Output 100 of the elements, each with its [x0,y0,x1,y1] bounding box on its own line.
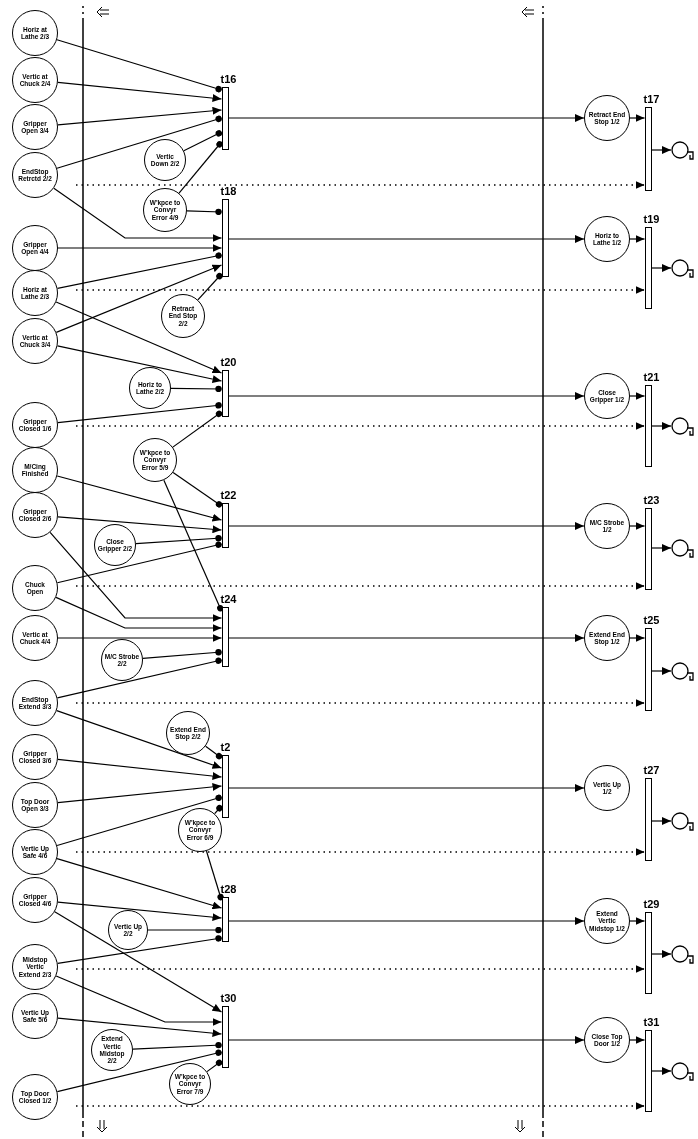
dot-ended-arc [214,805,223,815]
dot-ended-arc [172,410,223,448]
arrow [227,235,585,243]
arrow [227,1036,585,1044]
arrow [53,187,223,242]
transition-label: t29 [643,898,660,910]
arrow [629,917,646,925]
transition-label: t2 [220,741,231,753]
dot-ended-arc [56,115,223,169]
arrow [55,264,223,333]
place-circle [12,57,58,103]
transition-label: t21 [643,371,660,383]
arrow [57,634,223,642]
dot-ended-arc [206,1059,223,1073]
place-circle [584,898,630,944]
transition-label: t17 [643,93,660,105]
place-circle [12,1074,58,1120]
transition-label: t19 [643,213,660,225]
place-circle [143,188,187,232]
place-circle [12,993,58,1039]
place-circle [169,1063,211,1105]
dot-ended-arc [57,402,223,424]
dotted-arrow [75,422,646,430]
place-circle [12,10,58,56]
arrow [650,146,672,154]
place-circle [584,615,630,661]
transition-label: t23 [643,494,660,506]
transition-label: t22 [220,489,237,501]
dot-ended-arc [163,479,224,612]
place-circle [94,524,136,566]
transition-label: t27 [643,764,660,776]
arrow [55,975,223,1026]
place-circle [584,216,630,262]
arrow [629,522,646,530]
dot-ended-arc [172,471,223,508]
dot-ended-arc [186,208,223,216]
dot-ended-arc [56,39,223,93]
arrow [57,516,223,534]
arrow [55,301,223,374]
dotted-arrow [75,699,646,707]
arrow [227,634,585,642]
dot-ended-arc [56,252,223,289]
arrow [56,709,223,769]
place-circle [12,492,58,538]
arrow [650,264,672,272]
arrow [227,522,585,530]
place-circle [584,373,630,419]
transition-label: t20 [220,356,237,368]
arrow [57,758,223,780]
arrow [57,782,223,804]
dot-ended-arc [197,273,223,301]
dot-ended-arc [56,794,223,847]
place-circle [178,808,222,852]
dot-ended-arc [56,657,223,699]
dot-ended-arc [56,541,223,584]
place-circle [12,829,58,875]
place-circle [12,152,58,198]
place-circle [12,680,58,726]
arrow [629,235,646,243]
transition-label: t16 [220,73,237,85]
place-circle [129,367,171,409]
dot-ended-arc [142,649,223,659]
place-circle [12,615,58,661]
dotted-arrow [75,1102,646,1110]
dotted-arrow [75,286,646,294]
place-circle [12,782,58,828]
dotted-arrow [75,848,646,856]
transition-label: t31 [643,1016,660,1028]
place-circle [584,95,630,141]
arrow [629,392,646,400]
arrow [54,911,223,1013]
arrow [56,475,223,522]
dotted-arrow [75,181,646,189]
arrow [49,531,223,622]
place-circle [584,1017,630,1063]
place-circle [584,503,630,549]
transition-label: t18 [220,185,237,197]
arrow [650,950,672,958]
arrow [629,634,646,642]
arrow [57,106,223,126]
arrow [57,81,223,103]
arrow [629,114,646,122]
arrow [227,114,585,122]
place-circle [12,225,58,271]
arrow [227,917,585,925]
place-circle [12,447,58,493]
arrow [227,784,585,792]
dotted-arrow [75,582,646,590]
place-circle [12,318,58,364]
dot-ended-arc [57,935,223,965]
transition-label: t28 [220,883,237,895]
transition-label: t24 [220,593,237,605]
place-circle [12,402,58,448]
dot-ended-arc [205,745,223,760]
arrow [650,422,672,430]
place-circle [133,438,177,482]
place-circle [12,270,58,316]
place-circle [166,711,210,755]
dot-ended-arc [132,1041,223,1050]
dot-ended-arc [183,130,223,152]
